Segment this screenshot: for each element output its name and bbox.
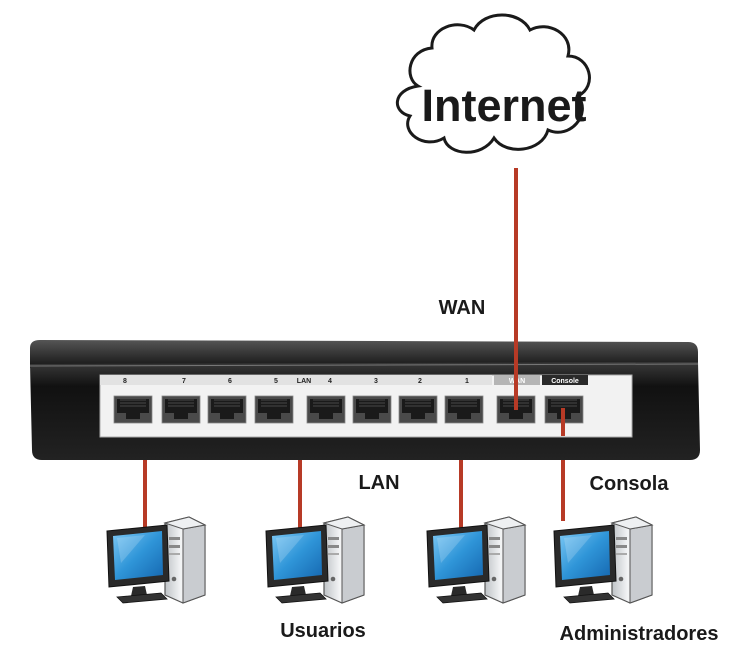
lan-port-3: [352, 395, 392, 424]
port-number-1: 1: [465, 378, 469, 385]
lan-port-7: [161, 395, 201, 424]
consola-label: Consola: [590, 473, 670, 495]
lan-tag: LAN: [297, 378, 311, 385]
port-number-5: 5: [274, 378, 278, 385]
lan-port-2: [398, 395, 438, 424]
lan-label: LAN: [358, 472, 399, 494]
router-icon: 8 7 6 5 LAN 4 3 2 1 WAN Console: [29, 300, 700, 460]
computer-icon: [426, 516, 526, 604]
lan-port-5: [254, 395, 294, 424]
port-number-6: 6: [228, 378, 232, 385]
computers: [106, 516, 653, 604]
lan-port-4: [306, 395, 346, 424]
lan-port-1: [444, 395, 484, 424]
cloud-icon: Internet: [395, 13, 591, 154]
console-tag: Console: [551, 378, 579, 385]
computer-icon: [106, 516, 206, 604]
usuarios-label: Usuarios: [280, 620, 366, 642]
port-number-4: 4: [328, 378, 332, 385]
port-number-2: 2: [418, 378, 422, 385]
console-label-strip: [542, 375, 588, 385]
port-number-8: 8: [123, 378, 127, 385]
administradores-label: Administradores: [560, 623, 719, 645]
lan-port-6: [207, 395, 247, 424]
port-number-3: 3: [374, 378, 378, 385]
cloud-label: Internet: [421, 80, 586, 131]
wan-label: WAN: [439, 297, 486, 319]
port-number-7: 7: [182, 378, 186, 385]
port-label-strip: [100, 375, 492, 385]
computer-icon: [265, 516, 365, 604]
computer-icon: [553, 516, 653, 604]
lan-port-8: [113, 395, 153, 424]
